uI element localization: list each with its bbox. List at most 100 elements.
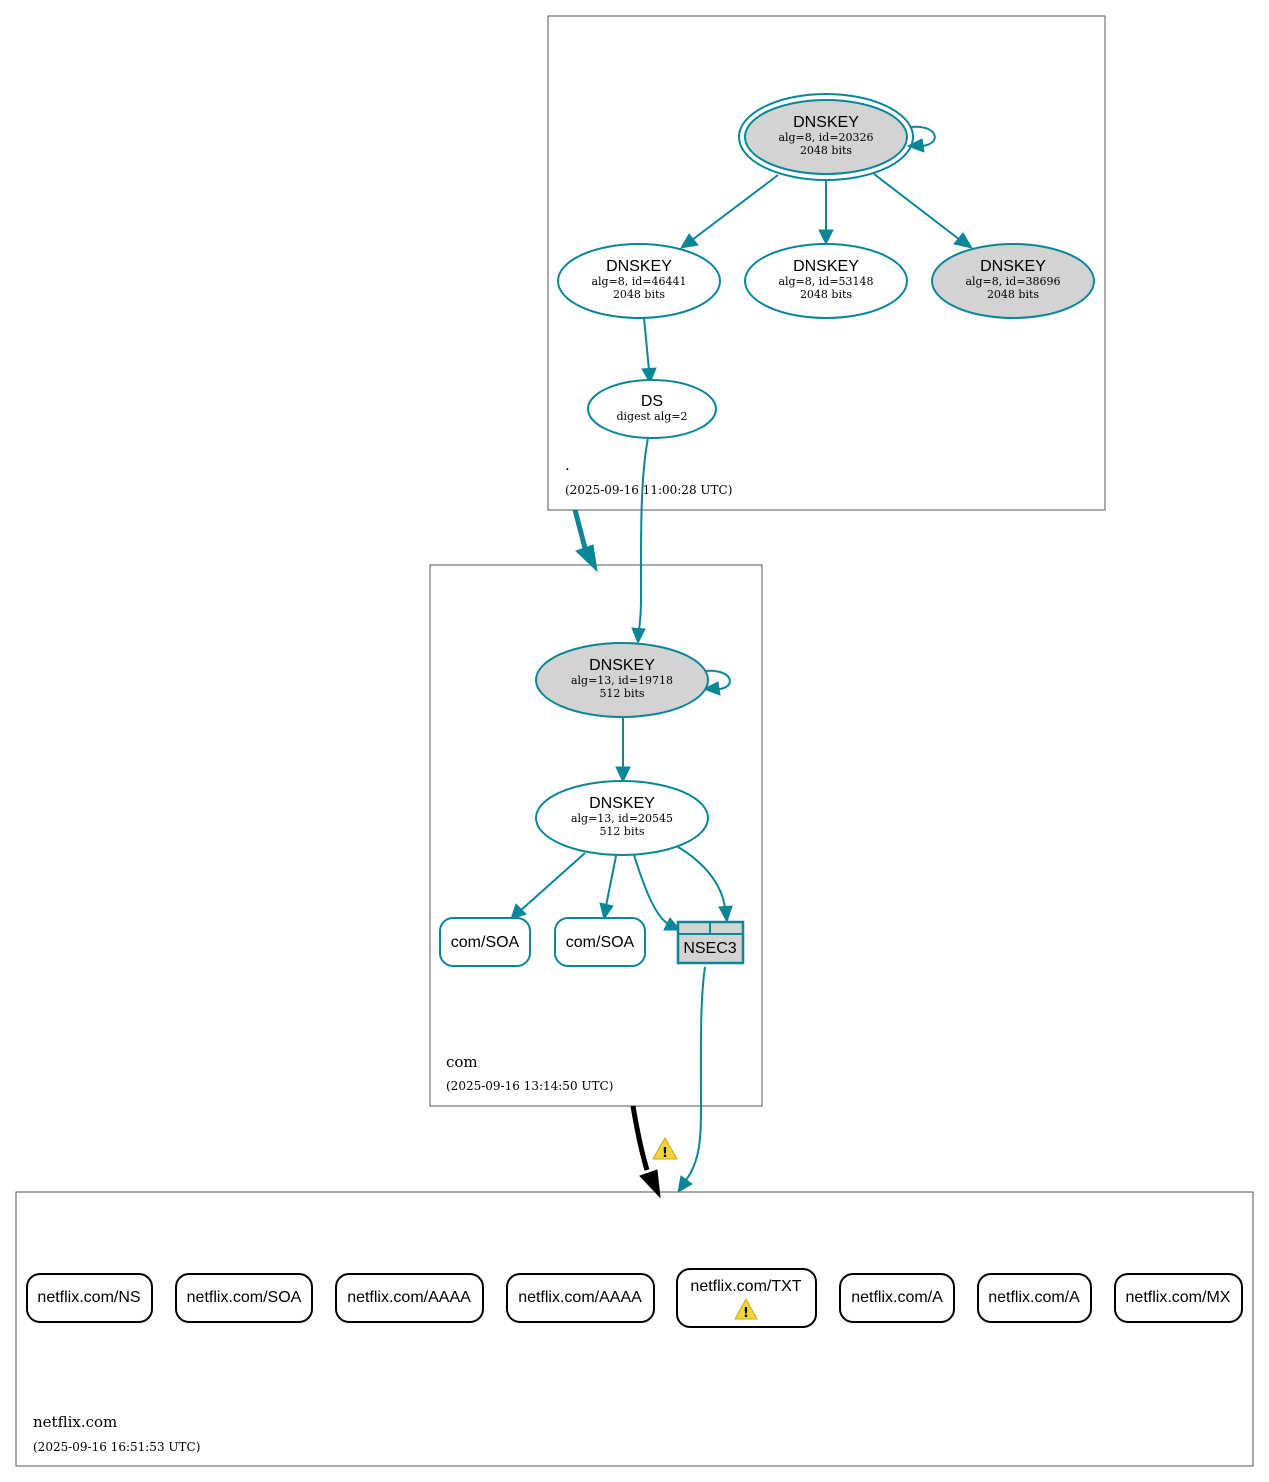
dnskey-node-19718[interactable]: DNSKEY alg=13, id=19718 512 bits — [535, 642, 709, 718]
node-detail: alg=8, id=53148 — [778, 275, 873, 288]
node-detail: alg=8, id=38696 — [965, 275, 1060, 288]
node-shape — [587, 379, 717, 439]
nsec3-node[interactable]: NSEC3 — [676, 920, 745, 965]
node-detail: 512 bits — [599, 825, 644, 838]
node-shape — [535, 780, 709, 856]
node-title: DS — [641, 393, 663, 410]
dnskey-node-38696[interactable]: DNSKEY alg=8, id=38696 2048 bits — [931, 243, 1095, 319]
node-shape — [744, 243, 908, 319]
netflix-record-mx[interactable]: netflix.com/MX — [1114, 1273, 1243, 1323]
netflix-record-txt[interactable]: netflix.com/TXT ! — [676, 1268, 817, 1328]
node-detail: 2048 bits — [800, 144, 852, 157]
node-shape — [744, 99, 908, 175]
arrowhead — [677, 1175, 693, 1193]
netflix-record-aaaa-1[interactable]: netflix.com/AAAA — [335, 1273, 484, 1323]
arrowhead — [599, 902, 614, 921]
node-detail: alg=13, id=20545 — [571, 812, 673, 825]
node-label: NSEC3 — [683, 940, 736, 957]
zone-root-timestamp: (2025-09-16 11:00:28 UTC) — [565, 483, 732, 497]
edge-root-zsk1-to-ds — [643, 317, 650, 371]
node-detail: 512 bits — [599, 687, 644, 700]
arrowhead — [818, 229, 834, 246]
node-shape — [175, 1273, 313, 1323]
edge-delegation-com-to-netflix — [630, 1105, 650, 1171]
arrowhead — [641, 367, 657, 385]
node-label: com/SOA — [566, 934, 635, 951]
node-detail: alg=13, id=19718 — [571, 674, 673, 687]
node-detail: 2048 bits — [987, 288, 1039, 301]
com-soa-node-2[interactable]: com/SOA — [554, 917, 646, 967]
node-title: DNSKEY — [589, 795, 655, 812]
node-shape — [738, 93, 914, 181]
node-shape — [439, 917, 531, 967]
arrowhead — [639, 1169, 661, 1199]
edge-root-ksk-to-ksk2 — [873, 173, 961, 241]
node-shape — [1114, 1273, 1243, 1323]
node-shape — [839, 1273, 955, 1323]
ds-node[interactable]: DS digest alg=2 — [587, 379, 717, 439]
arrowhead — [663, 917, 682, 931]
arrowhead — [718, 905, 733, 924]
node-label: com/SOA — [451, 934, 520, 951]
zone-com-timestamp: (2025-09-16 13:14:50 UTC) — [446, 1079, 613, 1093]
node-shape — [554, 917, 646, 967]
arrowhead — [510, 903, 527, 920]
node-shape — [26, 1273, 153, 1323]
node-title: DNSKEY — [793, 114, 859, 131]
netflix-record-ns[interactable]: netflix.com/NS — [26, 1273, 153, 1323]
node-label: netflix.com/SOA — [187, 1289, 302, 1306]
node-shape — [931, 243, 1095, 319]
zone-com-name: com — [446, 1053, 478, 1071]
node-label: netflix.com/MX — [1126, 1289, 1231, 1306]
zone-root-name: . — [565, 456, 570, 474]
svg-text:!: ! — [743, 1306, 749, 1321]
node-label: netflix.com/A — [851, 1289, 943, 1306]
netflix-record-a-2[interactable]: netflix.com/A — [977, 1273, 1092, 1323]
node-shape — [557, 243, 721, 319]
edge-com-zsk-to-soa1 — [519, 852, 586, 912]
node-shape — [506, 1273, 655, 1323]
arrowhead — [953, 232, 974, 249]
zone-netflix-box — [15, 1191, 1254, 1467]
svg-text:!: ! — [662, 1146, 668, 1161]
node-label: netflix.com/AAAA — [518, 1289, 642, 1306]
edge-com-zsk-to-nsec3-b — [677, 846, 726, 909]
zone-netflix: netflix.com (2025-09-16 16:51:53 UTC) — [15, 1191, 1254, 1467]
warning-icon[interactable]: ! — [652, 1136, 678, 1161]
node-label: netflix.com/A — [988, 1289, 1080, 1306]
edge-com-zsk-to-soa2 — [605, 855, 617, 907]
node-detail: 2048 bits — [613, 288, 665, 301]
dnskey-node-46441[interactable]: DNSKEY alg=8, id=46441 2048 bits — [557, 243, 721, 319]
arrowhead — [680, 233, 699, 249]
node-shape — [977, 1273, 1092, 1323]
com-soa-node-1[interactable]: com/SOA — [439, 917, 531, 967]
node-detail: digest alg=2 — [616, 410, 687, 423]
arrowhead — [615, 766, 631, 784]
netflix-record-aaaa-2[interactable]: netflix.com/AAAA — [506, 1273, 655, 1323]
dnskey-node-20545[interactable]: DNSKEY alg=13, id=20545 512 bits — [535, 780, 709, 856]
node-title: DNSKEY — [606, 258, 672, 275]
node-title: DNSKEY — [980, 258, 1046, 275]
edge-com-zsk-to-nsec3-a — [633, 854, 669, 925]
node-title: DNSKEY — [589, 657, 655, 674]
arrowhead — [906, 138, 925, 153]
dnskey-node-20326[interactable]: DNSKEY alg=8, id=20326 2048 bits — [738, 93, 914, 181]
edge-ds-to-com-ksk — [638, 437, 649, 631]
dnskey-node-53148[interactable]: DNSKEY alg=8, id=53148 2048 bits — [744, 243, 908, 319]
edge-delegation-root-to-com — [572, 509, 588, 549]
node-detail: alg=8, id=46441 — [591, 275, 686, 288]
arrowhead — [702, 681, 721, 696]
edge-nsec3-to-netflix — [685, 966, 706, 1181]
netflix-record-soa[interactable]: netflix.com/SOA — [175, 1273, 313, 1323]
node-detail: 2048 bits — [800, 288, 852, 301]
netflix-record-a-1[interactable]: netflix.com/A — [839, 1273, 955, 1323]
node-shape — [535, 642, 709, 718]
arrowhead — [631, 627, 646, 645]
zone-netflix-name: netflix.com — [33, 1413, 117, 1431]
node-title: DNSKEY — [793, 258, 859, 275]
warning-icon: ! — [734, 1297, 758, 1321]
node-label: netflix.com/TXT — [690, 1278, 801, 1295]
edge-root-ksk-to-zsk1 — [691, 174, 779, 241]
node-shape — [676, 1268, 817, 1328]
